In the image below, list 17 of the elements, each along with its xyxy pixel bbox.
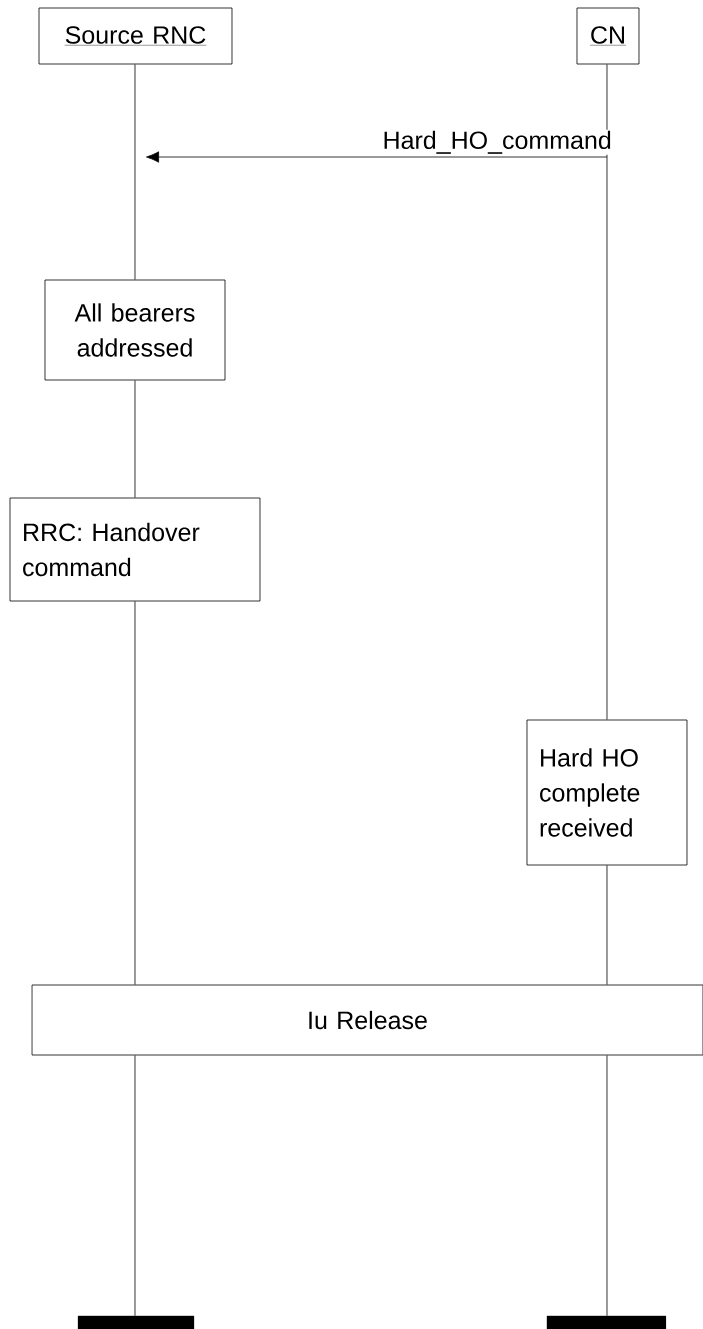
process-box: Hard HO complete received (526, 719, 688, 866)
lifeline-head: Source RNC (38, 7, 233, 65)
lifeline (134, 380, 136, 498)
process-box: Iu Release (31, 984, 703, 1056)
lifeline (134, 64, 136, 280)
process-box: RRC: Handover command (9, 497, 261, 602)
end-bar (77, 1315, 195, 1329)
lifeline (606, 1055, 608, 1317)
end-bar (546, 1315, 667, 1329)
lifeline (134, 601, 136, 985)
lifeline (134, 1055, 136, 1317)
message-label: Hard_HO_command (381, 129, 613, 155)
message-arrow (146, 151, 608, 163)
process-box: All bearers addressed (44, 279, 226, 381)
lifeline (606, 865, 608, 985)
lifeline (606, 64, 608, 720)
lifeline-head: CN (576, 7, 640, 65)
